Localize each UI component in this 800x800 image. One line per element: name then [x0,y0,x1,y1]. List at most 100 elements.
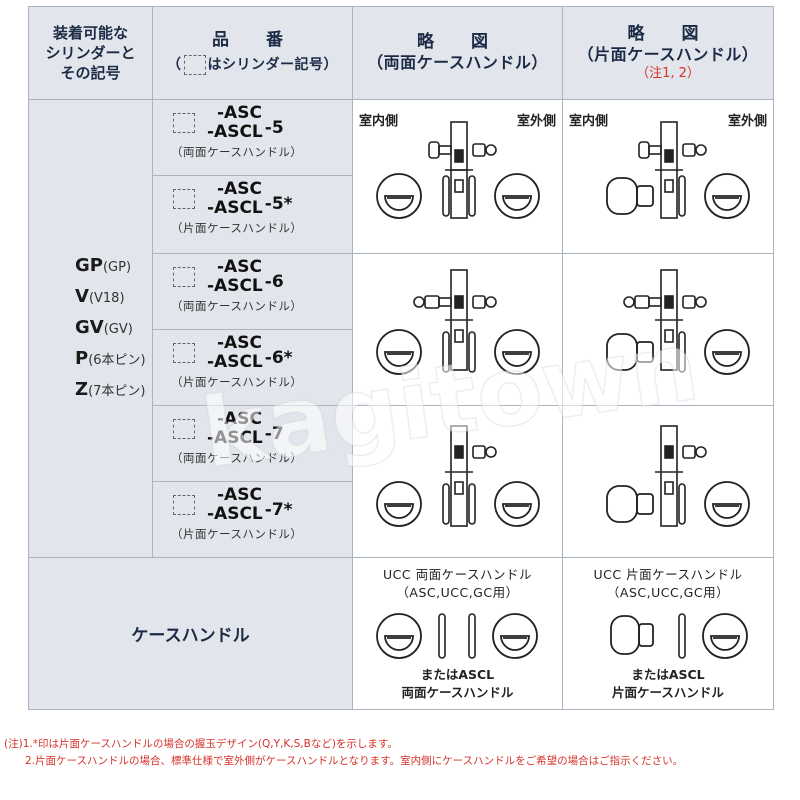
recessed-handle-icon [704,173,750,219]
lock-body-icon [655,121,683,219]
header-cylinder: 装着可能な シリンダーと その記号 [28,6,153,100]
key-cylinder-icon [413,295,497,309]
lock-diagram [376,425,540,527]
part-caption: （片面ケースハンドル） [171,375,303,389]
header-diagram-single-title: 略 図 [627,24,709,44]
footnotes: (注)1.*印は片面ケースハンドルの場合の握玉デザイン(Q,Y,K,S,Bなど)… [4,736,796,770]
lock-body-icon [445,269,473,371]
lock-diagram [376,269,540,375]
key-cylinder-icon [682,445,707,459]
ucc-single-name: 片面ケースハンドル [612,685,724,700]
part-code-line2: -ASCL [207,122,263,142]
case-handle-diagram [376,613,538,659]
part-cell-7: -ASC-ASCL-7 （両面ケースハンドル） [153,406,353,482]
part-cell-7star: -ASC-ASCL-7* （片面ケースハンドル） [153,482,353,558]
key-cylinder-icon [638,141,707,159]
part-cell-6: -ASC-ASCL-6 （両面ケースハンドル） [153,254,353,330]
ucc-both-name: 両面ケースハンドル [401,685,514,700]
header-cylinder-line2: シリンダーと [45,44,136,62]
key-cylinder-icon [472,445,497,459]
case-handle-label-cell: ケースハンドル [28,558,353,710]
part-caption: （両面ケースハンドル） [171,145,303,159]
diagram-single-5: 室内側 室外側 [563,100,774,254]
lock-body-icon [655,425,683,527]
diagram-both-7 [353,406,563,558]
cylinder-z: Z(7本ピン) [75,375,152,406]
recessed-handle-icon [376,173,422,219]
ucc-both-or: またはASCL [420,667,495,682]
part-code-suffix: -7 [264,424,284,444]
key-cylinder-icon [623,295,707,309]
part-code-line2: -ASCL [207,504,263,524]
cylinder-symbol-box [173,113,195,133]
footnote-2: 2.片面ケースハンドルの場合、標準仕様で室外側がケースハンドルとなります。室内側… [4,755,684,767]
ucc-single-title: UCC 片面ケースハンドル [593,567,743,582]
cylinder-symbol-box [173,189,195,209]
part-code-line1: -ASC [217,179,262,199]
recessed-handle-icon [376,329,422,375]
header-part-note-open: （ [167,57,182,73]
cylinder-v: V(V18) [75,282,152,313]
cylinder-gv-code: GV [75,317,104,338]
knob-icon [606,177,654,215]
case-handle-label: ケースハンドル [131,626,250,646]
knob-icon [606,333,654,371]
cylinder-p-code: P [75,348,89,369]
cylinder-gv: GV(GV) [75,313,152,344]
header-part-note: （ はシリンダー記号） [167,54,338,76]
lock-diagram [376,121,540,219]
header-part-title: 品 番 [212,30,293,50]
recessed-handle-icon [704,481,750,527]
lock-diagram [606,121,750,219]
part-code-suffix: -5 [264,118,284,138]
header-diagram-both-sub: （両面ケースハンドル） [367,53,548,72]
part-code-line1: -ASC [217,333,262,353]
header-diagram-both: 略 図 （両面ケースハンドル） [353,6,563,100]
case-handle-diagram [610,613,748,659]
knob-icon [610,615,654,655]
ucc-single-sub: （ASC,UCC,GC用） [606,585,730,600]
diagram-single-6 [563,254,774,406]
part-cell-5: -ASC-ASCL-5 （両面ケースハンドル） [153,100,353,176]
footnote-1: (注)1.*印は片面ケースハンドルの場合の握玉デザイン(Q,Y,K,S,Bなど)… [4,738,398,750]
part-code-line2: -ASCL [207,352,263,372]
header-part-number: 品 番 （ はシリンダー記号） [153,6,353,100]
lock-body-icon [445,121,473,219]
part-code-suffix: -7* [264,500,293,520]
header-diagram-single: 略 図 （片面ケースハンドル） （注1, 2） [563,6,774,100]
recessed-handle-icon [494,329,540,375]
cylinder-list: GP(GP) V(V18) GV(GV) P(6本ピン) Z(7本ピン) [28,100,153,558]
cylinder-gp: GP(GP) [75,251,152,282]
diagram-single-7 [563,406,774,558]
cylinder-z-detail: (7本ピン) [88,384,146,399]
recessed-handle-icon [494,173,540,219]
ucc-both-title: UCC 両面ケースハンドル [383,567,532,582]
header-diagram-both-title: 略 図 [417,32,498,52]
part-caption: （片面ケースハンドル） [171,221,303,235]
lock-diagram [606,425,750,527]
ucc-single-or: またはASCL [631,667,705,682]
knob-icon [606,485,654,523]
part-code-suffix: -5* [264,194,293,214]
part-caption: （片面ケースハンドル） [171,527,303,541]
diagram-both-5: 室内側 室外側 [353,100,563,254]
cylinder-symbol-box [173,495,195,515]
header-cylinder-line1: 装着可能な [52,24,128,42]
recessed-handle-icon [376,481,422,527]
case-handle-both: UCC 両面ケースハンドル （ASC,UCC,GC用） またはASCL 両面ケー… [353,558,563,710]
outdoor-label: 室外側 [516,114,556,129]
recessed-handle-icon [376,613,422,659]
part-cell-5star: -ASC-ASCL-5* （片面ケースハンドル） [153,176,353,254]
header-part-note-text: はシリンダー記号） [207,57,338,73]
cylinder-gv-detail: (GV) [103,322,133,337]
part-code-line2: -ASCL [207,428,263,448]
cylinder-symbol-box [173,267,195,287]
cylinder-gp-detail: (GP) [102,260,132,275]
cylinder-symbol-box [173,343,195,363]
part-code-line1: -ASC [217,485,262,505]
cylinder-v-detail: (V18) [88,291,125,306]
lock-body-icon [655,269,683,371]
part-caption: （両面ケースハンドル） [171,299,303,313]
part-cell-6star: -ASC-ASCL-6* （片面ケースハンドル） [153,330,353,406]
part-caption: （両面ケースハンドル） [171,451,303,465]
